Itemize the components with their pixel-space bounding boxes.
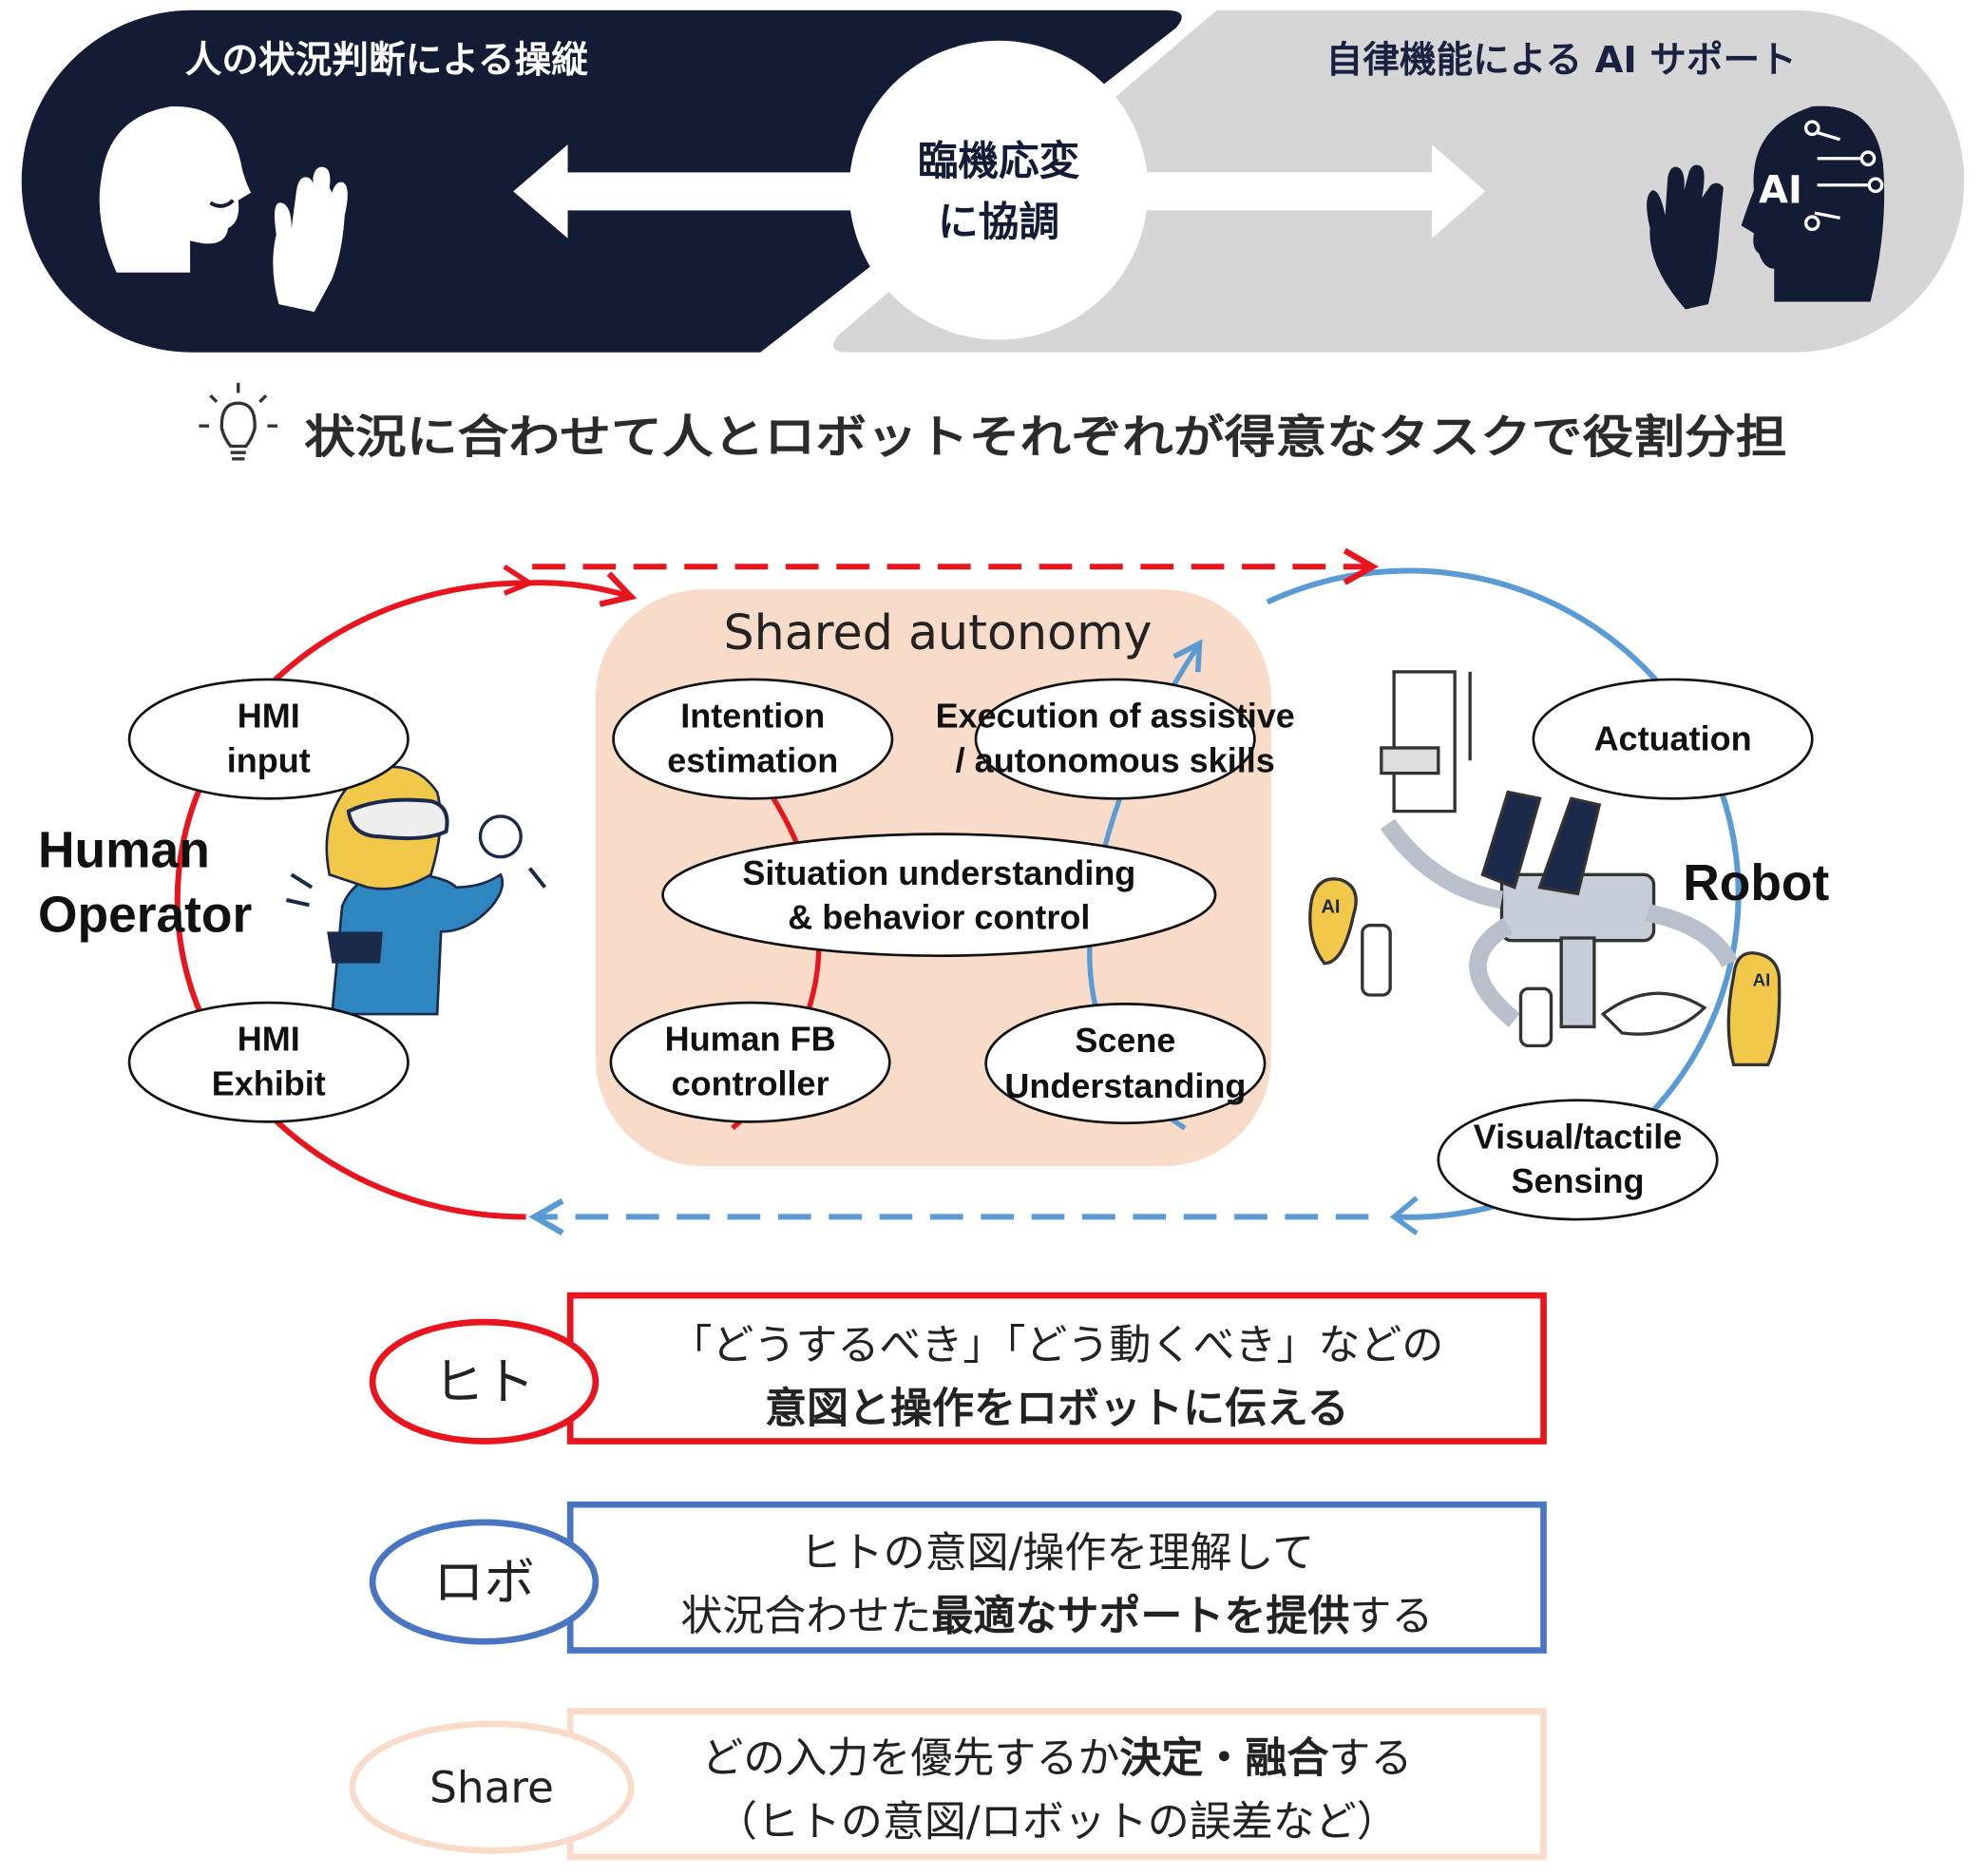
role-share-box xyxy=(566,1708,1547,1861)
lightbulb-icon xyxy=(199,382,278,461)
human-operator-label-1: Human xyxy=(38,822,210,878)
ai-head-icon: AI xyxy=(1741,105,1885,302)
svg-text:HMI: HMI xyxy=(238,1020,300,1059)
svg-text:Scene: Scene xyxy=(1075,1021,1175,1060)
ai-head-label: AI xyxy=(1759,168,1802,212)
ai-hand-icon xyxy=(1647,164,1724,310)
svg-text:HMI: HMI xyxy=(238,697,300,736)
svg-text:estimation: estimation xyxy=(667,740,838,779)
svg-text:Human FB: Human FB xyxy=(665,1020,836,1059)
node-visual-tactile-sensing: Visual/tactile Sensing xyxy=(1437,1099,1719,1221)
svg-text:Visual/tactile: Visual/tactile xyxy=(1474,1117,1682,1156)
svg-text:Sensing: Sensing xyxy=(1512,1161,1645,1200)
role-robot-line1: ヒトの意図/操作を理解して xyxy=(800,1529,1315,1578)
role-robot-line2: 状況合わせた最適なサポートを提供する xyxy=(680,1592,1433,1640)
role-robot-ellipse xyxy=(369,1519,600,1645)
banner: 人の状況判断による操縦 自律機能による AI サポート 臨機応変 に協調 AI xyxy=(21,10,1965,353)
node-human-fb-controller: Human FB controller xyxy=(609,1001,891,1123)
svg-text:Exhibit: Exhibit xyxy=(212,1063,326,1102)
svg-text:Execution of assistive: Execution of assistive xyxy=(936,697,1295,736)
node-scene-understanding: Scene Understanding xyxy=(984,1003,1267,1125)
role-human-line2: 意図と操作をロボットに伝える xyxy=(765,1384,1349,1432)
svg-text:Actuation: Actuation xyxy=(1594,719,1752,758)
shared-autonomy-title: Shared autonomy xyxy=(723,604,1152,660)
node-actuation: Actuation xyxy=(1532,678,1814,800)
role-share-line2: （ヒトの意図/ロボットの誤差など） xyxy=(715,1797,1399,1846)
center-line1: 臨機応変 xyxy=(918,138,1080,185)
role-human-line1: 「どうするべき」「どう動くべき」などの xyxy=(670,1321,1443,1369)
svg-text:& behavior control: & behavior control xyxy=(788,898,1090,937)
center-flexible-circle xyxy=(848,40,1149,340)
human-head-icon xyxy=(99,105,252,273)
right-arrow-icon xyxy=(1145,144,1486,239)
robot-illustration: AI AI xyxy=(1308,670,1782,1067)
node-situation-understanding: Situation understanding & behavior contr… xyxy=(661,833,1217,958)
role-share-ellipse xyxy=(349,1720,635,1854)
robot-ai-badge-left: AI xyxy=(1321,896,1340,917)
svg-text:/ autonomous skills: / autonomous skills xyxy=(956,740,1275,779)
node-intention-estimation: Intention estimation xyxy=(612,678,894,800)
role-human-label: ヒト xyxy=(433,1351,535,1411)
banner-left-caption: 人の状況判断による操縦 xyxy=(185,39,588,82)
node-execution-skills: Execution of assistive / autonomous skil… xyxy=(936,678,1295,800)
human-operator-label-2: Operator xyxy=(38,887,252,943)
svg-text:Intention: Intention xyxy=(680,697,825,736)
node-hmi-exhibit: HMI Exhibit xyxy=(127,1001,410,1123)
svg-text:Understanding: Understanding xyxy=(1004,1066,1246,1105)
loop-diagram: Shared autonomy AI xyxy=(38,547,1830,1235)
role-share-label: Share xyxy=(429,1763,554,1813)
role-human-ellipse xyxy=(369,1318,600,1445)
human-loop-top-arrow xyxy=(525,571,638,607)
role-row-share: Share どの入力を優先するか決定・融合する （ヒトの意図/ロボットの誤差など… xyxy=(349,1708,1547,1861)
svg-text:input: input xyxy=(227,740,311,779)
human-top-tick xyxy=(503,564,536,596)
svg-text:controller: controller xyxy=(672,1063,829,1102)
banner-right-caption: 自律機能による AI サポート xyxy=(1326,39,1797,82)
role-row-human: ヒト 「どうするべき」「どう動くべき」などの 意図と操作をロボットに伝える xyxy=(369,1292,1547,1445)
role-share-line1: どの入力を優先するか決定・融合する xyxy=(701,1734,1412,1783)
role-robot-label: ロボ xyxy=(433,1552,535,1612)
human-loop-red xyxy=(174,580,526,1220)
robot-ai-badge-right: AI xyxy=(1753,970,1771,990)
human-hand-icon xyxy=(273,166,348,313)
left-arrow-icon xyxy=(513,144,852,239)
role-row-robot: ロボ ヒトの意図/操作を理解して 状況合わせた最適なサポートを提供する xyxy=(369,1501,1547,1654)
vr-operator-illustration xyxy=(285,765,547,1016)
tagline-row: 状況に合わせて人とロボットそれぞれが得意なタスクで役割分担 xyxy=(199,382,1787,464)
svg-text:Situation understanding: Situation understanding xyxy=(742,853,1135,892)
tagline-text: 状況に合わせて人とロボットそれぞれが得意なタスクで役割分担 xyxy=(304,411,1786,464)
robot-bottom-arrowhead xyxy=(1389,1196,1419,1235)
center-line2: に協調 xyxy=(938,199,1059,246)
node-hmi-input: HMI input xyxy=(127,678,410,800)
robot-label: Robot xyxy=(1683,855,1829,911)
